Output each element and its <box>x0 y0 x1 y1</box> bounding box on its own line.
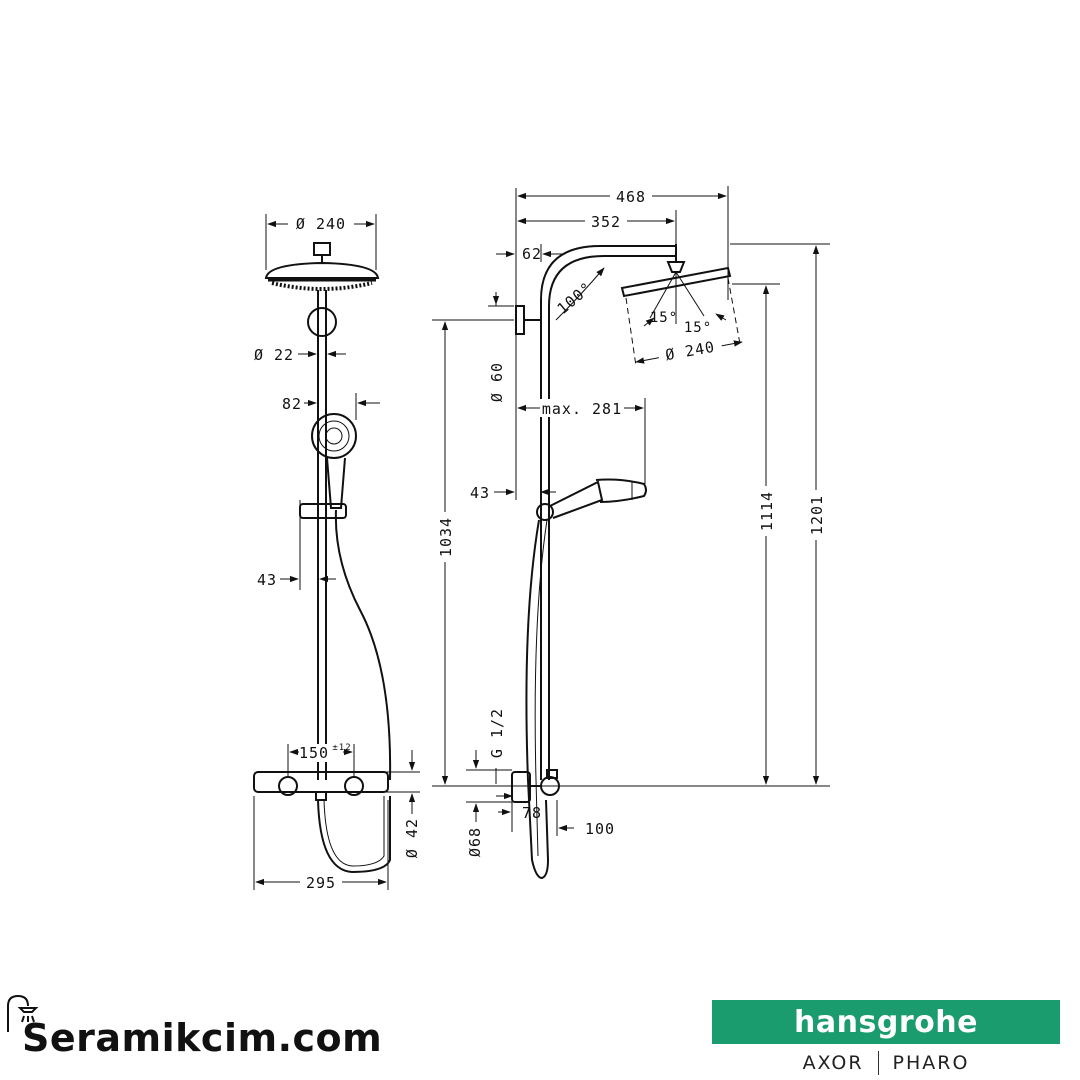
sub-brand-axor: AXOR <box>802 1052 864 1074</box>
dim-side-thread: G 1/2 <box>488 708 506 758</box>
dim-front-head-diameter: Ø 240 <box>296 215 346 233</box>
brand-name: hansgrohe <box>794 1004 978 1040</box>
dim-side-wall-offset: 62 <box>522 245 542 263</box>
front-thermostat <box>253 771 389 801</box>
dim-side-hose-reach: max. 281 <box>542 400 622 418</box>
front-wall-bracket <box>307 307 337 337</box>
brand-bar: hansgrohe <box>712 1000 1060 1044</box>
brand-logo: hansgrohe AXOR PHARO <box>712 1000 1060 1076</box>
dim-front-overall-width: 295 <box>306 874 336 892</box>
side-wall-bracket <box>515 305 525 335</box>
dim-side-mixer-projection: 100 <box>585 820 615 838</box>
dim-side-inlet-depth: 78 <box>522 804 542 822</box>
site-watermark: Seramikcim.com <box>0 990 400 1076</box>
dim-side-height-bracket: 1034 <box>437 517 455 557</box>
dim-side-bracket-diameter: Ø 60 <box>488 362 506 402</box>
dim-side-height-total: 1201 <box>808 495 826 535</box>
front-hand-shower <box>311 413 357 509</box>
dim-front-pipe-diameter: Ø 22 <box>254 346 294 364</box>
front-slider <box>299 503 347 519</box>
dim-front-mixer-spacing: 150 <box>299 744 329 762</box>
sub-brands: AXOR PHARO <box>712 1050 1060 1076</box>
front-view: Ø 240 Ø 22 82 43 150 ±12 Ø 42 295 <box>253 214 421 892</box>
sub-brand-divider <box>877 1051 879 1075</box>
dim-side-tilt-right: 15° <box>684 320 712 336</box>
sub-brand-pharo: PHARO <box>892 1052 970 1074</box>
front-head-shower <box>264 242 380 291</box>
side-view: 468 352 62 100° 15° 15° Ø 240 Ø 60 max. … <box>432 186 830 880</box>
dim-side-arm-length: 352 <box>591 213 621 231</box>
dim-side-height-head: 1114 <box>758 491 776 531</box>
dim-front-mixer-tolerance: ±12 <box>332 743 351 753</box>
dim-side-head-diameter: Ø 240 <box>664 338 717 364</box>
dim-front-handshower: 82 <box>282 395 302 413</box>
dim-front-mixer-depth: Ø 42 <box>403 818 421 858</box>
dim-side-arm-total: 468 <box>616 188 646 206</box>
site-name: Seramikcim.com <box>22 1016 383 1060</box>
dim-side-inlet-diameter: Ø68 <box>466 827 484 857</box>
dim-side-rail-offset: 43 <box>470 484 490 502</box>
dim-side-tilt-left: 15° <box>650 310 678 326</box>
dim-front-holder-offset: 43 <box>257 571 277 589</box>
shower-icon <box>7 994 39 1032</box>
side-hand-shower <box>536 478 647 521</box>
side-head-shower <box>620 244 741 367</box>
